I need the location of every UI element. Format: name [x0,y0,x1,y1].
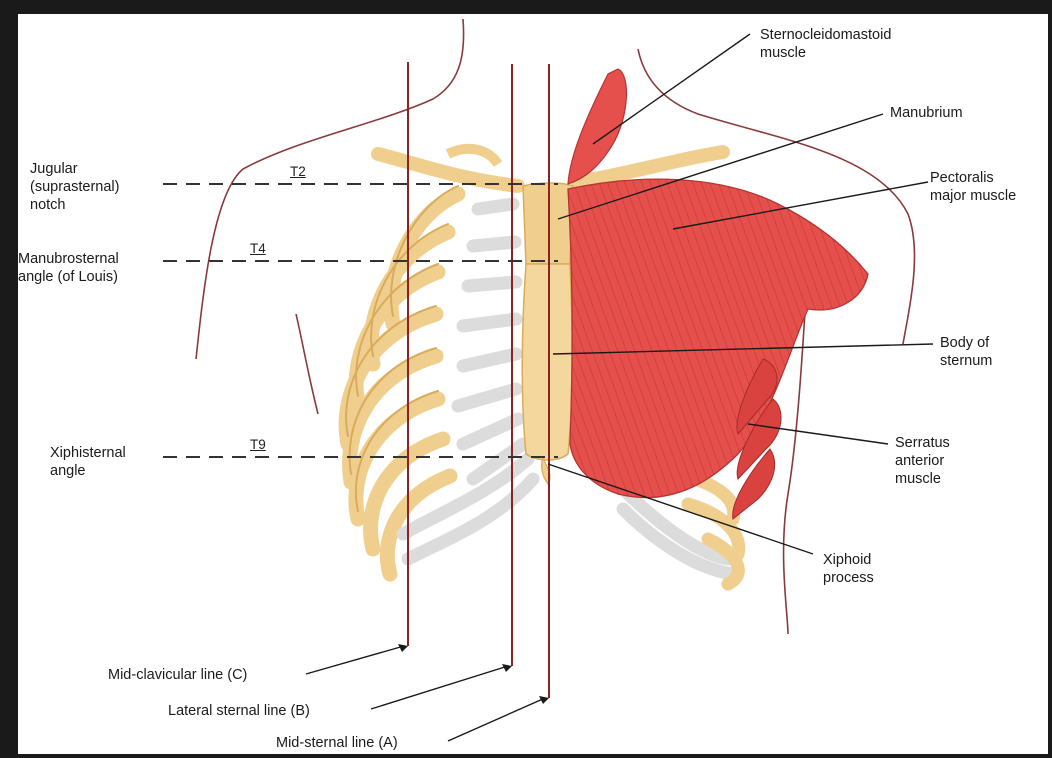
label-jugular-notch: Jugular (suprasternal) notch [30,160,119,214]
label-mid-sternal-line: Mid-sternal line (A) [276,734,398,752]
leader-arrowheads [398,644,549,704]
label-xiphoid-line2: process [823,569,874,587]
label-manubrium-text: Manubrium [890,104,963,122]
label-pectoralis-major: Pectoralis major muscle [930,169,1016,205]
label-body-of-sternum-line1: Body of [940,334,992,352]
level-t2: T2 [290,164,306,179]
left-rib-cage [346,186,533,574]
anatomy-illustration [18,14,1048,754]
label-jugular-line2: (suprasternal) [30,178,119,196]
label-manubrosternal-angle: Manubrosternal angle (of Louis) [18,250,119,286]
label-xiphoid-line1: Xiphoid [823,551,874,569]
label-xiphoid-process: Xiphoid process [823,551,874,587]
label-serratus-line1: Serratus [895,434,950,452]
sternum [522,183,573,484]
label-serratus-line2: anterior [895,452,950,470]
label-jugular-line1: Jugular [30,160,119,178]
first-rib-left [448,149,498,164]
label-sternocleidomastoid: Sternocleidomastoid muscle [760,26,891,62]
label-xiphisternal-angle: Xiphisternal angle [50,444,126,480]
label-body-of-sternum: Body of sternum [940,334,992,370]
label-manubrium: Manubrium [890,104,963,122]
label-lateral-sternal-line: Lateral sternal line (B) [168,702,310,720]
label-xiphisternal-line2: angle [50,462,126,480]
label-pectoralis-line2: major muscle [930,187,1016,205]
label-serratus-line3: muscle [895,470,950,488]
label-xiphisternal-line1: Xiphisternal [50,444,126,462]
label-jugular-line3: notch [30,196,119,214]
leader-mid-clavicular [306,646,404,674]
leader-lateral-sternal [371,666,508,709]
label-body-of-sternum-line2: sternum [940,352,992,370]
level-t4: T4 [250,241,266,256]
leader-mid-sternal [448,698,545,741]
label-serratus-anterior: Serratus anterior muscle [895,434,950,488]
label-sternocleidomastoid-line2: muscle [760,44,891,62]
label-pectoralis-line1: Pectoralis [930,169,1016,187]
label-mid-clavicular-line: Mid-clavicular line (C) [108,666,247,684]
level-t9: T9 [250,437,266,452]
label-manubrosternal-line2: angle (of Louis) [18,268,119,286]
diagram-canvas: Sternocleidomastoid muscle Manubrium Pec… [18,14,1048,754]
label-sternocleidomastoid-line1: Sternocleidomastoid [760,26,891,44]
pectoralis-major-muscle [568,179,868,497]
label-manubrosternal-line1: Manubrosternal [18,250,119,268]
